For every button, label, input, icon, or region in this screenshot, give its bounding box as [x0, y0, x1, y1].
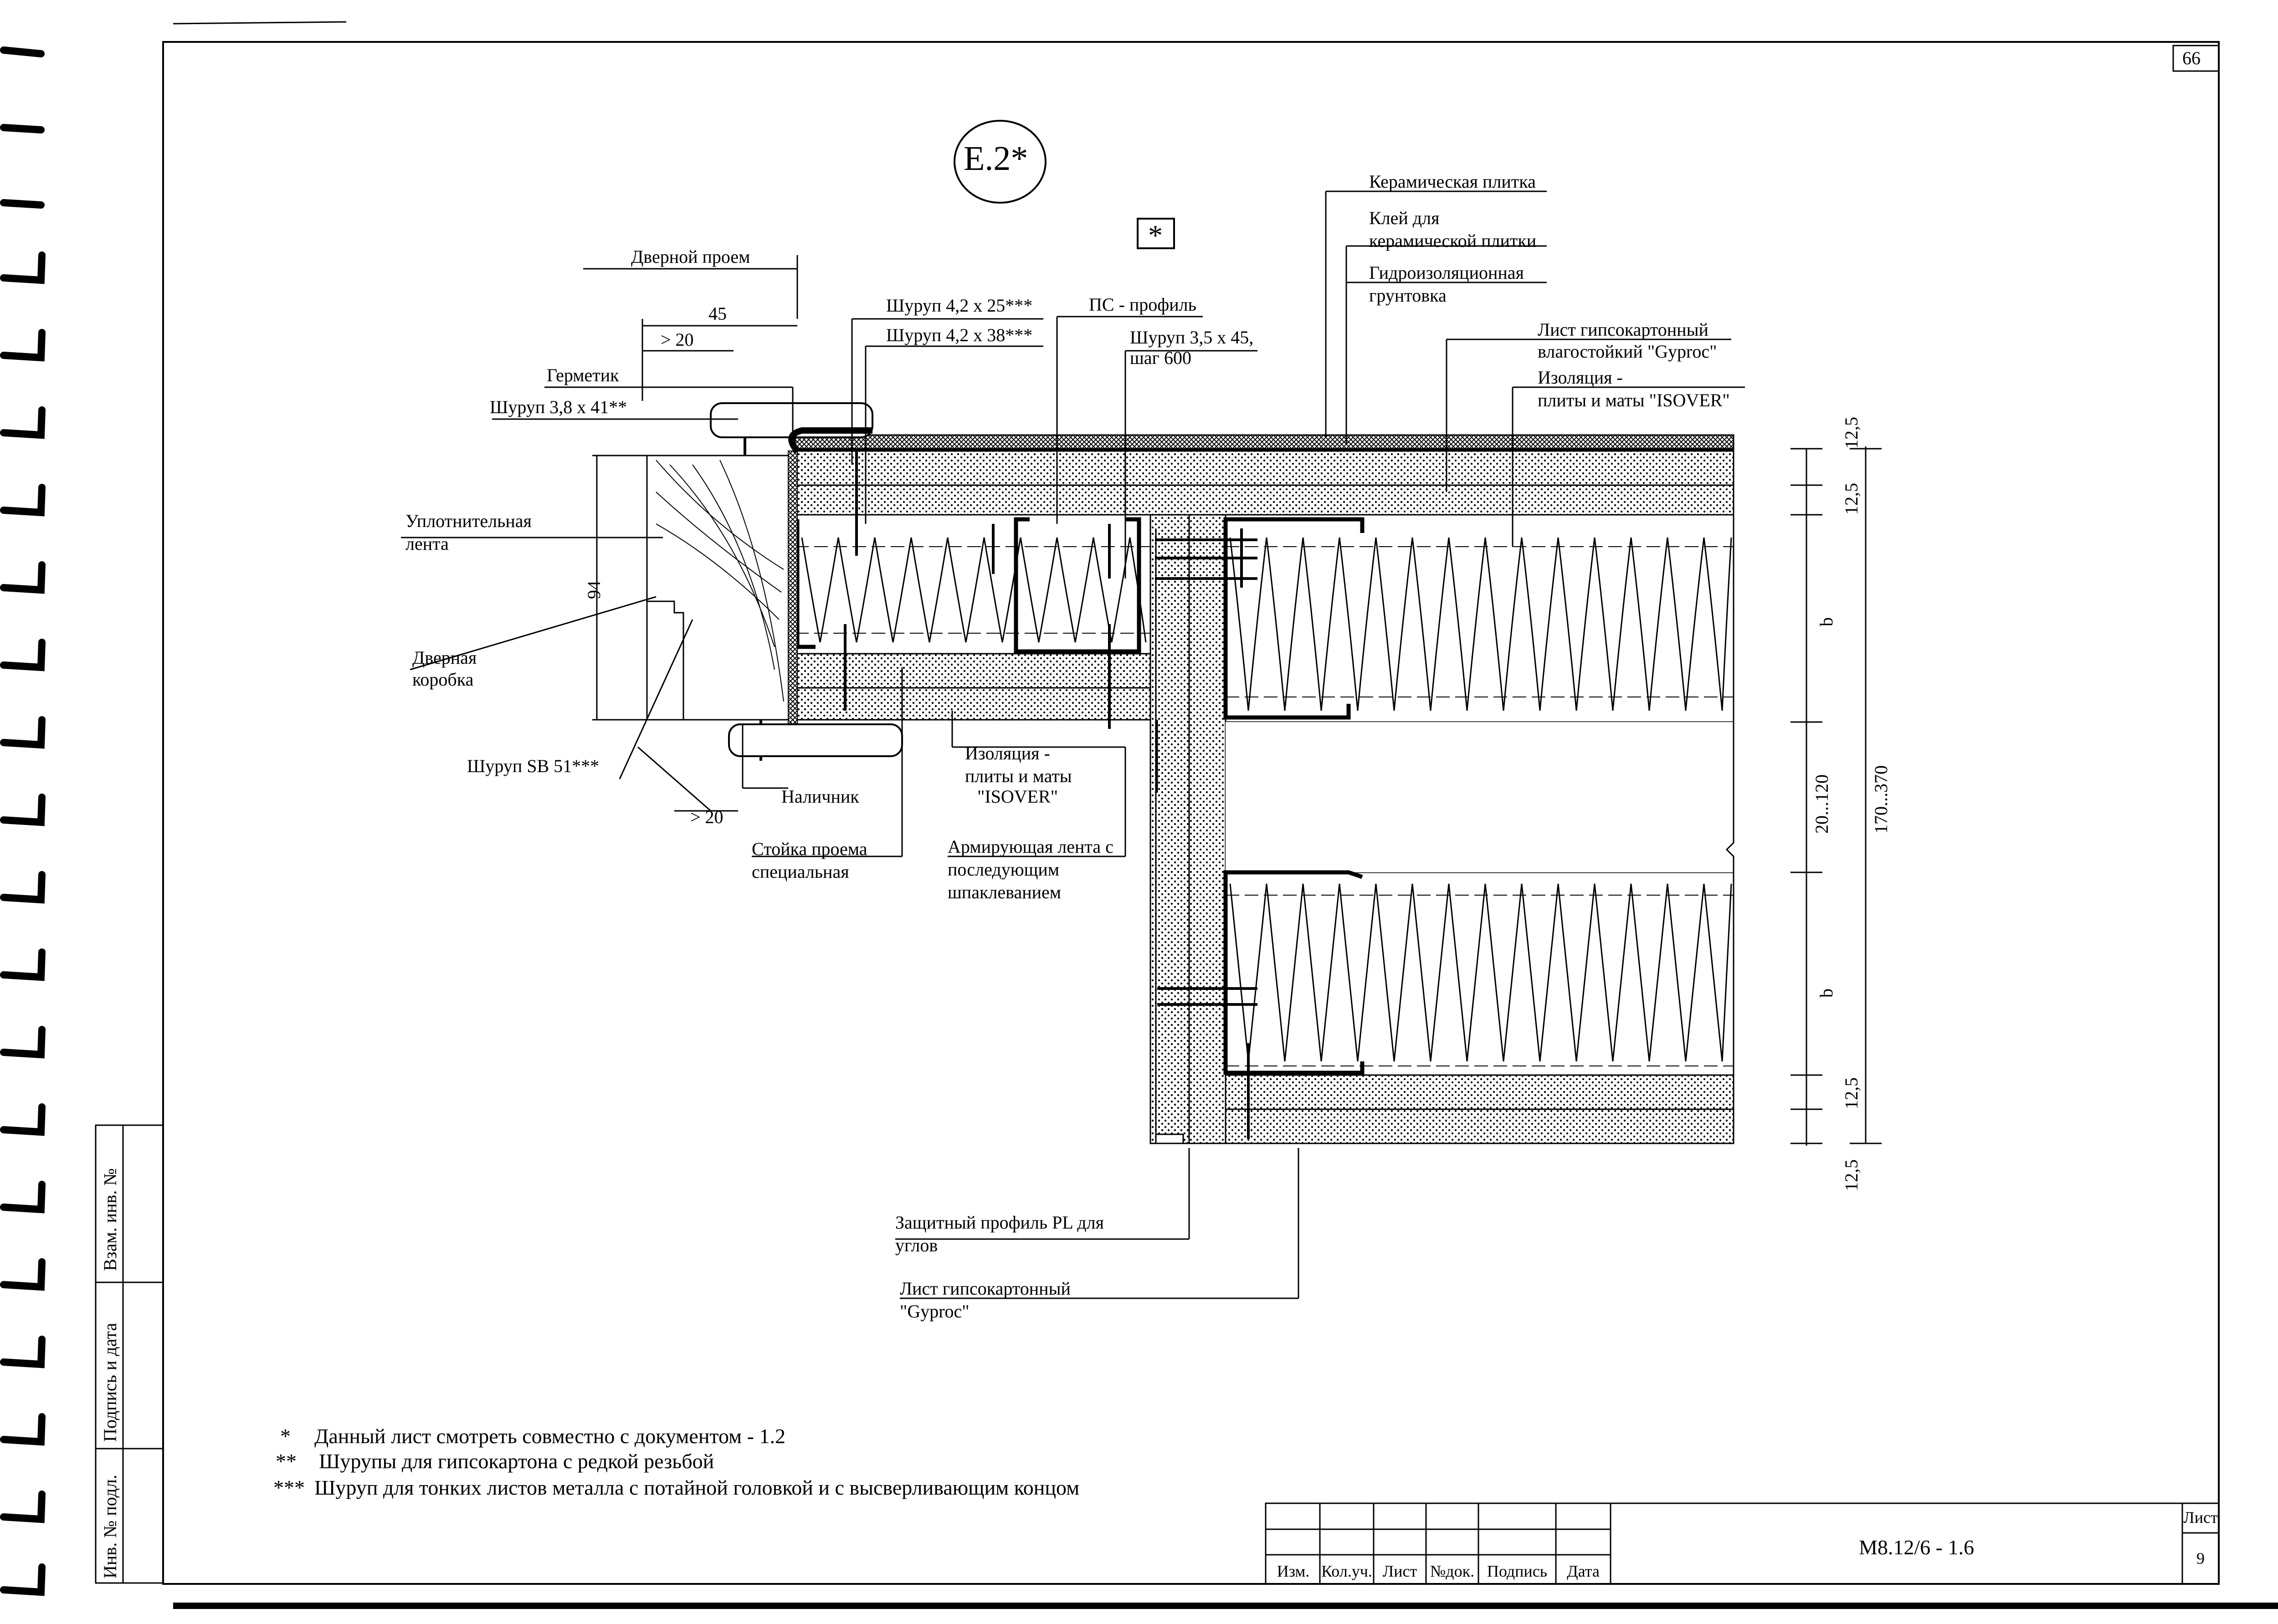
top-gypsum-board-1	[794, 448, 1734, 486]
label-ceramic-tile: Керамическая плитка	[1369, 171, 1536, 192]
dim-right-6: b	[1816, 989, 1837, 998]
note-3-mark: ***	[273, 1476, 305, 1499]
label-reinf-tape-l2: последующим	[948, 859, 1060, 880]
label-ps-profile: ПС - профиль	[1089, 294, 1196, 315]
dim-right-4: 20...120	[1811, 774, 1832, 834]
label-waterproof-l2: грунтовка	[1369, 285, 1447, 306]
wall-section	[646, 402, 1734, 1144]
screws	[667, 410, 1257, 1139]
label-insulation-mid-l2: плиты и маты	[965, 766, 1072, 786]
dimensions-right	[1791, 446, 1882, 1146]
leader-lines	[401, 190, 1745, 1299]
tb-col-podpis: Подпись	[1487, 1562, 1548, 1580]
label-screw-35x45-l2: шаг 600	[1130, 348, 1191, 368]
ceramic-tile-layer	[794, 434, 1734, 450]
note-1-text: Данный лист смотреть совместно с докумен…	[314, 1424, 785, 1448]
page-number-box	[2172, 45, 2220, 72]
corner-protection-profile	[1155, 1133, 1184, 1144]
label-seal-tape-l2: лента	[405, 533, 449, 554]
corner-gypsum-board-inner	[1188, 514, 1226, 1144]
tb-col-list: Лист	[1382, 1562, 1417, 1580]
detail-marker-circle	[954, 120, 1047, 204]
label-dim-gt20-bottom: > 20	[690, 807, 723, 827]
label-waterproof-l1: Гидроизоляционная	[1369, 262, 1524, 283]
tb-sheet-number: 9	[2196, 1549, 2205, 1568]
page-number: 66	[2182, 48, 2201, 68]
detail-id: E.2*	[964, 139, 1028, 178]
door-frame	[646, 455, 796, 721]
label-corner-profile-l2: углов	[895, 1235, 938, 1255]
margin-label-signature: Подпись и дата	[100, 1322, 120, 1442]
label-insulation-top-l2: плиты и маты "ISOVER"	[1538, 390, 1730, 410]
seal-strip	[788, 451, 798, 725]
insulation-waves-lower	[1229, 883, 1732, 1062]
lower-gypsum-board-2	[794, 687, 1151, 721]
tb-col-ndok: №док.	[1430, 1562, 1475, 1580]
tb-col-kolvo: Кол.уч.	[1321, 1562, 1372, 1580]
lower-wall-gypsum-1	[1225, 1074, 1734, 1110]
asterisk-box	[1137, 218, 1175, 249]
note-1-mark: *	[280, 1424, 291, 1448]
label-stud-l1: Стойка проема	[752, 839, 867, 859]
label-screw-42x38: Шуруп 4,2 х 38***	[886, 325, 1033, 345]
dim-right-1: 12,5	[1841, 417, 1862, 449]
label-tile-glue-l2: керамической плитки	[1369, 231, 1537, 251]
binding-marks	[0, 46, 46, 1596]
label-screw-sb51: Шуруп SB 51***	[467, 756, 600, 776]
margin-label-inventory: Инв. № подл.	[100, 1475, 120, 1578]
note-2-text: Шурупы для гипсокартона с редкой резьбой	[319, 1450, 714, 1473]
insulation-waves-upper-right	[1229, 537, 1732, 711]
label-door-frame-l2: коробка	[412, 669, 474, 690]
label-screw-42x25: Шуруп 4,2 х 25***	[886, 295, 1033, 316]
corner-gypsum-board-outer	[1149, 514, 1190, 1144]
note-2-mark: **	[276, 1450, 297, 1473]
label-gypsum-moist-l2: влагостойкий "Gyproc"	[1538, 341, 1717, 362]
insulation-waves-upper-left	[801, 537, 1147, 643]
label-gypsum-l1: Лист гипсокартонный	[900, 1278, 1071, 1299]
title-block	[1265, 1502, 2220, 1585]
dim-right-3: b	[1816, 617, 1837, 626]
label-gypsum-moist-l1: Лист гипсокартонный	[1538, 319, 1708, 340]
label-reinf-tape-l1: Армирующая лента с	[948, 836, 1113, 857]
dim-right-5: 170...370	[1871, 765, 1891, 834]
label-screw-35x45-l1: Шуруп 3,5 х 45,	[1130, 327, 1254, 348]
label-dim-gt20-top: > 20	[661, 329, 694, 350]
label-insulation-mid-l3: "ISOVER"	[977, 786, 1058, 807]
label-casing: Наличник	[781, 786, 859, 807]
tb-sheet-label: Лист	[2183, 1508, 2218, 1527]
lower-gypsum-board-1	[794, 653, 1151, 689]
tb-doc-code: М8.12/6 - 1.6	[1859, 1536, 1974, 1559]
dimension-94	[592, 455, 738, 812]
label-stud-l2: специальная	[752, 861, 849, 882]
asterisk-mark: *	[1148, 219, 1163, 251]
label-dim-45: 45	[708, 303, 727, 324]
insulation-lower	[1225, 871, 1734, 1076]
dim-right-8: 12,5	[1841, 1159, 1862, 1191]
note-3-text: Шуруп для тонких листов металла с потайн…	[314, 1476, 1080, 1499]
label-corner-profile-l1: Защитный профиль PL для	[895, 1212, 1104, 1233]
label-insulation-top-l1: Изоляция -	[1538, 367, 1623, 388]
margin-label-replace: Взам. инв. №	[100, 1168, 120, 1271]
lower-wall-gypsum-2	[1225, 1108, 1734, 1144]
tb-col-izm: Изм.	[1277, 1562, 1310, 1580]
label-door-opening: Дверной проем	[631, 246, 750, 267]
tb-col-data: Дата	[1567, 1562, 1600, 1580]
left-margin-stamp	[95, 1124, 164, 1584]
label-gypsum-l2: "Gyproc"	[900, 1301, 970, 1322]
sheet-frame	[162, 41, 2220, 1585]
label-sealant: Герметик	[547, 365, 619, 385]
label-seal-tape-l1: Уплотнительная	[405, 511, 532, 531]
label-door-frame-l1: Дверная	[412, 647, 477, 668]
door-casing-bottom	[728, 723, 903, 757]
label-screw-38x41: Шуруп 3,8 х 41**	[490, 397, 627, 417]
label-insulation-mid-l1: Изоляция -	[965, 743, 1050, 763]
top-gypsum-board-2	[794, 484, 1734, 516]
label-dim-94: 94	[584, 581, 604, 599]
label-tile-glue-l1: Клей для	[1369, 208, 1440, 228]
dim-right-7: 12,5	[1841, 1077, 1862, 1109]
dim-right-2: 12,5	[1841, 483, 1862, 515]
label-reinf-tape-l3: шпаклеванием	[948, 882, 1062, 902]
